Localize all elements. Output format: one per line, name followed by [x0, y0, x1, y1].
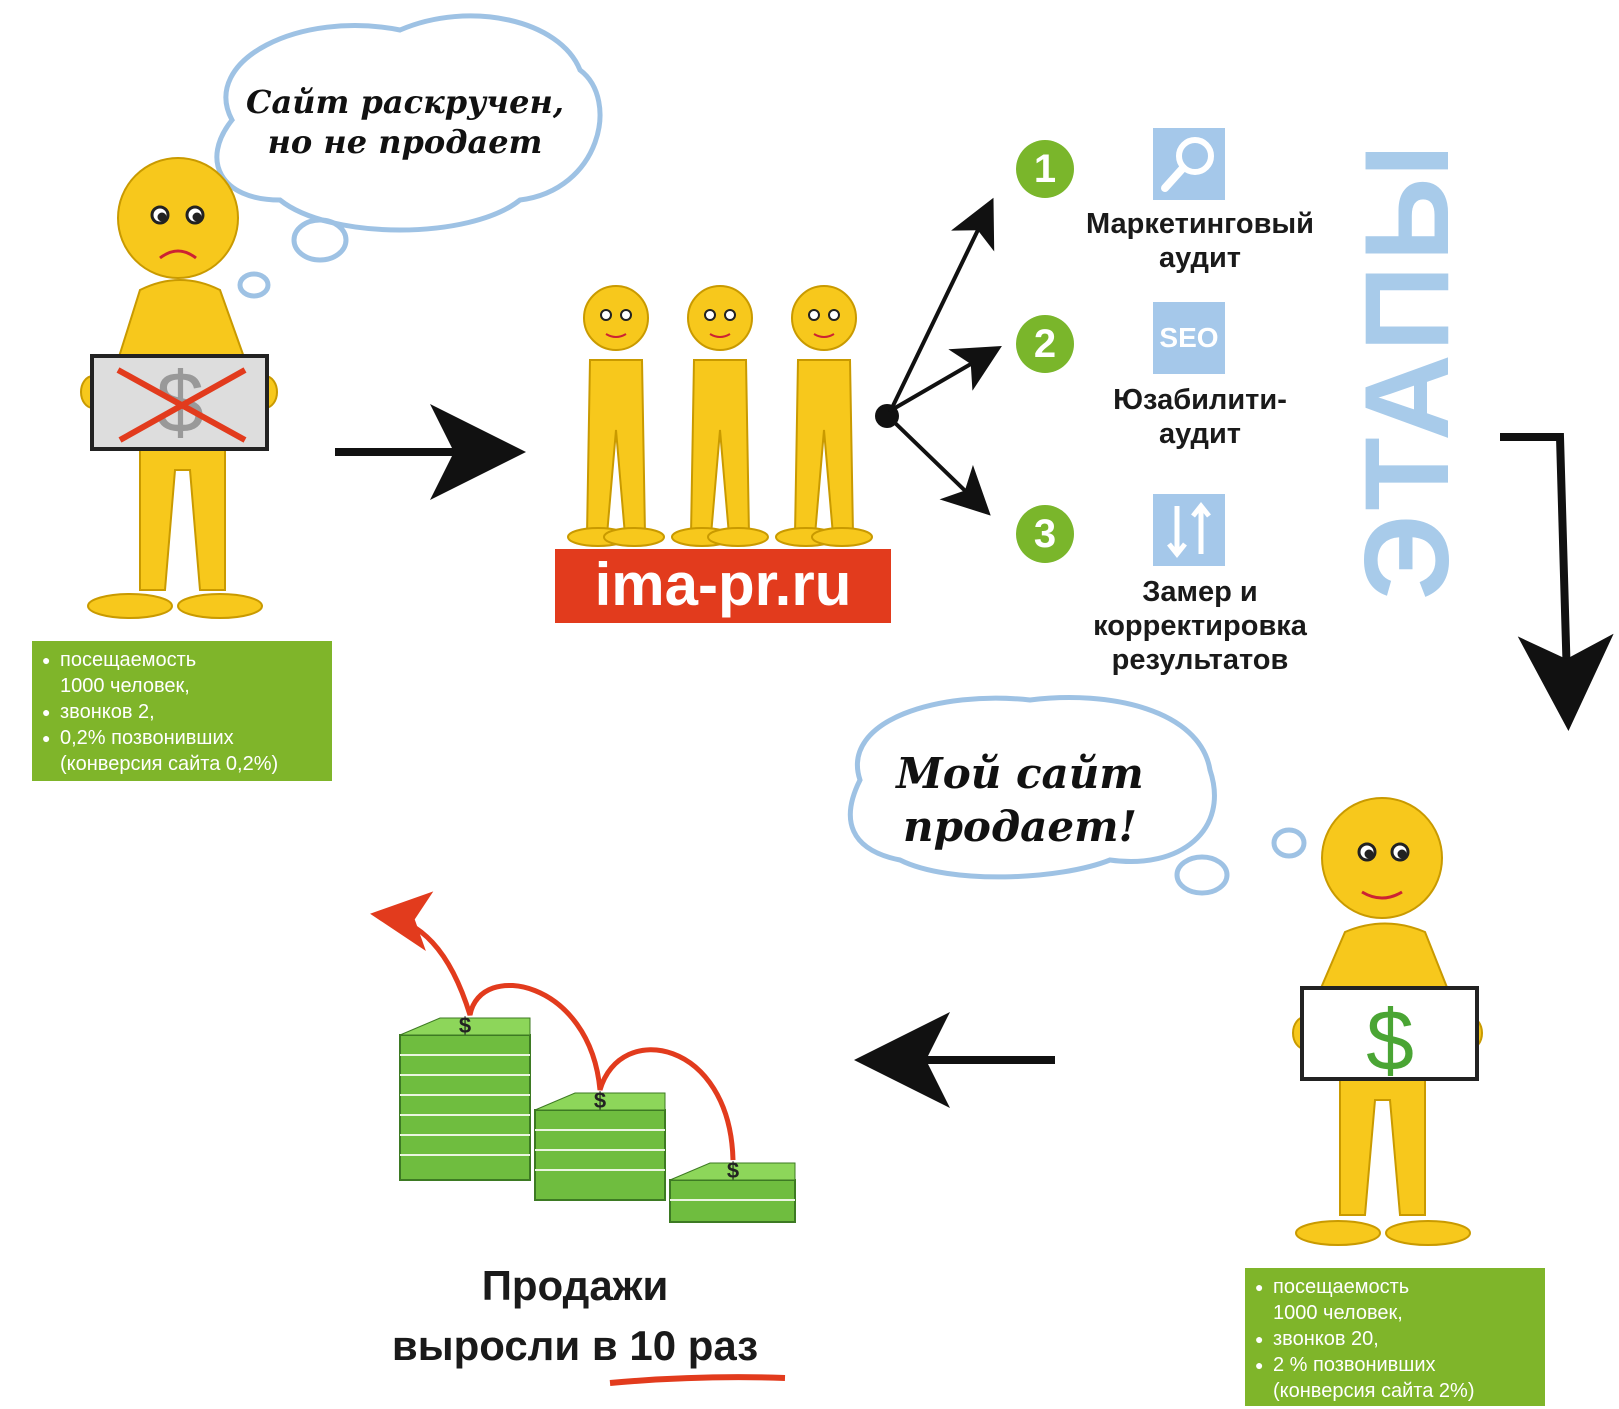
svg-text:$: $ — [727, 1158, 739, 1183]
stats-before-conversion: 0,2% позвонивших(конверсия сайта 0,2%) — [42, 725, 322, 777]
up-down-arrows-icon — [1153, 494, 1225, 566]
thought-bubble-after-text: Мой сайт продает! — [860, 748, 1180, 853]
underline-stroke — [609, 1374, 786, 1386]
svg-text:$: $ — [1366, 993, 1414, 1089]
arrow-stage-1 — [888, 197, 995, 413]
dollar-sign-board: $ — [1300, 986, 1479, 1089]
money-stack-small: $ — [669, 1158, 796, 1223]
money-stack-medium: $ — [534, 1088, 666, 1201]
sales-result-text: Продажи выросли в 10 раз — [340, 1256, 810, 1376]
stats-before-calls: звонков 2, — [42, 699, 322, 725]
bubble-before-line2: но не продает — [267, 123, 543, 161]
team-figures — [567, 285, 873, 547]
sad-face — [150, 205, 205, 260]
arrow-stage-3 — [890, 418, 991, 516]
stage-3-number: 3 — [1016, 505, 1074, 563]
svg-text:$: $ — [594, 1088, 606, 1113]
bubble-after-line2: продает! — [903, 801, 1137, 851]
stage-2-title: Юзабилити- аудит — [1113, 384, 1287, 450]
arrow-to-result — [1500, 433, 1614, 731]
stages-heading: ЭТАПЫ — [1339, 140, 1474, 600]
thought-bubble-after — [847, 695, 1307, 896]
arrow-stage-2 — [893, 345, 1002, 410]
thought-bubble-before-text: Сайт раскручен, но не продает — [240, 82, 570, 162]
stage-1-title: Маркетинговый аудит — [1086, 208, 1314, 274]
bubble-after-line1: Мой сайт — [896, 749, 1144, 798]
money-stack-large: $ — [399, 1013, 531, 1181]
magnifier-icon — [1153, 128, 1225, 200]
sales-line1: Продажи — [481, 1262, 669, 1309]
stats-after-calls: звонков 20, — [1255, 1326, 1535, 1352]
crossed-dollar-sign: $ — [90, 354, 269, 451]
bubble-before-line1: Сайт раскручен, — [246, 83, 564, 121]
stats-after-conversion: 2 % позвонивших(конверсия сайта 2%) — [1255, 1352, 1535, 1404]
svg-text:$: $ — [459, 1013, 471, 1038]
happy-face — [1357, 842, 1410, 900]
sales-line2: выросли в 10 раз — [391, 1322, 759, 1369]
brand-label: ima-pr.ru — [555, 549, 891, 623]
growth-arrow — [370, 891, 736, 1161]
stage-3-title: Замер и корректировка результатов — [1093, 576, 1307, 676]
stage-1-number: 1 — [1016, 140, 1074, 198]
stage-2-number: 2 — [1016, 315, 1074, 373]
seo-icon: SEO — [1153, 302, 1225, 374]
thought-bubble-before — [214, 13, 603, 299]
